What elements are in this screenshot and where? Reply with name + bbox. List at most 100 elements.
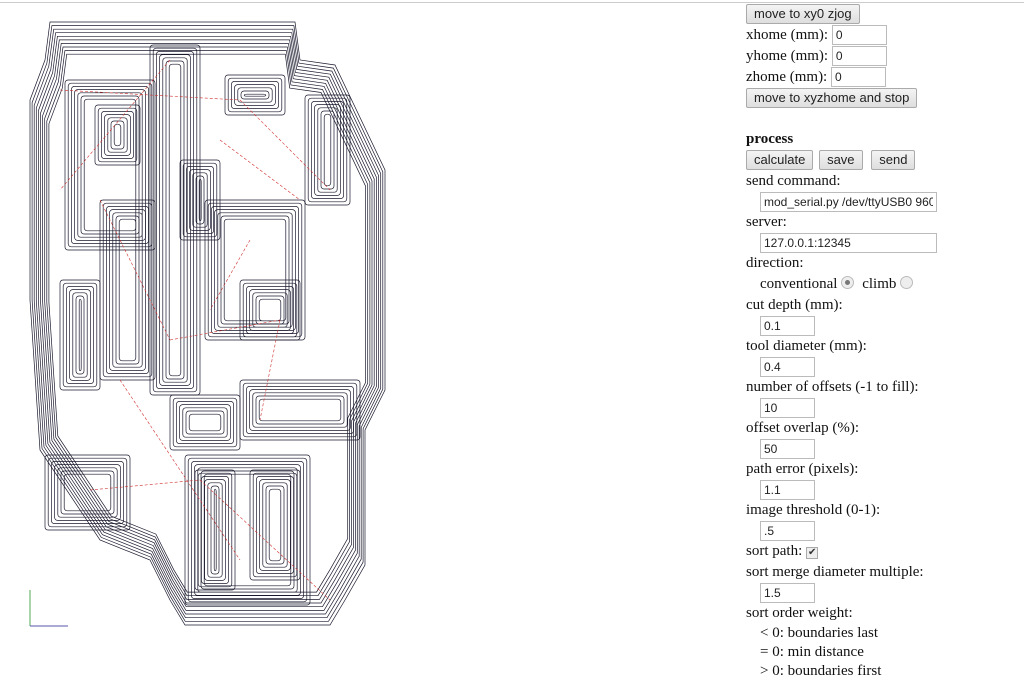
- toolpath-trace: [207, 202, 303, 338]
- merge-input[interactable]: [760, 583, 815, 603]
- toolpath-trace: [189, 169, 211, 231]
- toolpath-trace: [66, 286, 94, 384]
- toolpath-trace: [249, 469, 301, 581]
- overlap-input[interactable]: [760, 439, 815, 459]
- toolpath-trace: [107, 117, 128, 153]
- toolpath-trace: [102, 202, 153, 378]
- toolpath-trace: [69, 289, 91, 381]
- toolpath-trace: [195, 175, 205, 225]
- xhome-input[interactable]: [831, 25, 887, 45]
- threshold-label: image threshold (0-1):: [746, 502, 881, 518]
- toolpath-outline: [35, 32, 379, 615]
- toolpath-outline: [44, 46, 371, 600]
- toolpath-trace: [194, 469, 236, 591]
- toolpath-trace: [262, 482, 288, 568]
- toolpath-trace: [67, 82, 153, 248]
- tool-diameter-input[interactable]: [760, 357, 815, 377]
- toolpath-trace: [101, 111, 134, 159]
- toolpath-trace: [246, 286, 294, 334]
- toolpath-trace: [227, 77, 283, 113]
- path-error-input[interactable]: [760, 480, 815, 500]
- toolpath-trace: [258, 398, 342, 422]
- toolpath-trace: [239, 279, 301, 341]
- move-to-xyzhome-button[interactable]: move to xyzhome and stop: [746, 88, 918, 108]
- offsets-label: number of offsets (-1 to fill):: [746, 379, 919, 395]
- toolpath-trace: [234, 84, 276, 106]
- toolpath-trace: [311, 101, 344, 199]
- toolpath-trace: [179, 404, 231, 441]
- toolpath-canvas: [29, 21, 386, 627]
- toolpath-outline: [40, 39, 375, 608]
- toolpath-trace: [314, 104, 341, 196]
- weight-eq-text: = 0: min distance: [760, 644, 864, 660]
- toolpath-trace: [112, 212, 143, 368]
- cut-depth-input[interactable]: [760, 316, 815, 336]
- toolpath-trace: [186, 166, 214, 234]
- toolpath-trace: [255, 295, 285, 325]
- yhome-input[interactable]: [831, 46, 887, 66]
- toolpath-trace: [246, 386, 354, 434]
- sort-path-checkbox[interactable]: ✔: [806, 547, 819, 559]
- calculate-button[interactable]: calculate: [746, 150, 814, 170]
- rapid-move-line: [59, 89, 241, 101]
- zhome-input[interactable]: [830, 67, 886, 87]
- toolpath-trace: [192, 172, 208, 228]
- toolpath-trace: [185, 410, 225, 435]
- toolpath-trace: [169, 394, 241, 451]
- toolpath-trace: [256, 476, 294, 574]
- climb-radio[interactable]: [900, 276, 914, 289]
- toolpath-trace: [97, 107, 138, 163]
- toolpath-trace: [51, 461, 124, 524]
- toolpath-trace: [104, 114, 131, 156]
- toolpath-outline: [33, 28, 382, 619]
- toolpath-outline: [29, 21, 386, 626]
- toolpath-outline: [31, 25, 384, 622]
- save-button[interactable]: save: [819, 150, 863, 170]
- send-command-input[interactable]: [760, 192, 937, 212]
- toolpath-trace: [94, 104, 141, 166]
- toolpath-trace: [197, 472, 233, 588]
- toolpath-trace: [118, 218, 137, 362]
- toolpath-trace: [255, 395, 345, 425]
- rapid-move-line: [209, 239, 251, 311]
- tool-diameter-label: tool diameter (mm):: [746, 338, 867, 354]
- toolpath-trace: [165, 60, 185, 380]
- send-button[interactable]: send: [871, 150, 916, 170]
- toolpath-trace: [109, 209, 146, 371]
- rapid-move-line: [259, 319, 281, 421]
- toolpath-trace: [71, 86, 149, 244]
- toolpath-outline: [48, 53, 366, 593]
- toolpath-trace: [184, 454, 311, 606]
- toolpath-outline: [38, 35, 377, 611]
- toolpath-trace: [252, 292, 288, 328]
- toolpath-trace: [198, 178, 202, 222]
- overlap-label: offset overlap (%):: [746, 420, 860, 436]
- toolpath-trace: [179, 159, 221, 241]
- toolpath-trace: [201, 476, 229, 584]
- rapid-move-line: [239, 99, 331, 191]
- toolpath-trace: [265, 485, 285, 565]
- toolpath-trace: [182, 162, 218, 238]
- server-label: server:: [746, 214, 787, 230]
- server-input[interactable]: [760, 233, 937, 253]
- xhome-label: xhome (mm):: [746, 27, 829, 43]
- weight-label: sort order weight:: [746, 605, 853, 621]
- toolpath-trace: [242, 282, 298, 338]
- toolpath-trace: [200, 470, 295, 590]
- toolpath-trace: [191, 461, 304, 599]
- toolpath-trace: [258, 298, 282, 322]
- toolpath-trace: [224, 74, 286, 116]
- move-to-xy0-zjog-button[interactable]: move to xy0 zjog: [746, 4, 860, 24]
- toolpath-trace: [320, 110, 335, 190]
- toolpath-trace: [60, 470, 115, 515]
- conventional-label: conventional: [760, 276, 838, 292]
- offsets-input[interactable]: [760, 398, 815, 418]
- toolpath-trace: [243, 93, 267, 97]
- toolpath-trace: [44, 454, 131, 531]
- toolpath-trace: [252, 472, 298, 578]
- conventional-radio[interactable]: [841, 276, 855, 289]
- toolpath-trace: [259, 479, 291, 571]
- threshold-input[interactable]: [760, 521, 815, 541]
- toolpath-trace: [323, 113, 332, 187]
- toolpath-trace: [239, 379, 361, 441]
